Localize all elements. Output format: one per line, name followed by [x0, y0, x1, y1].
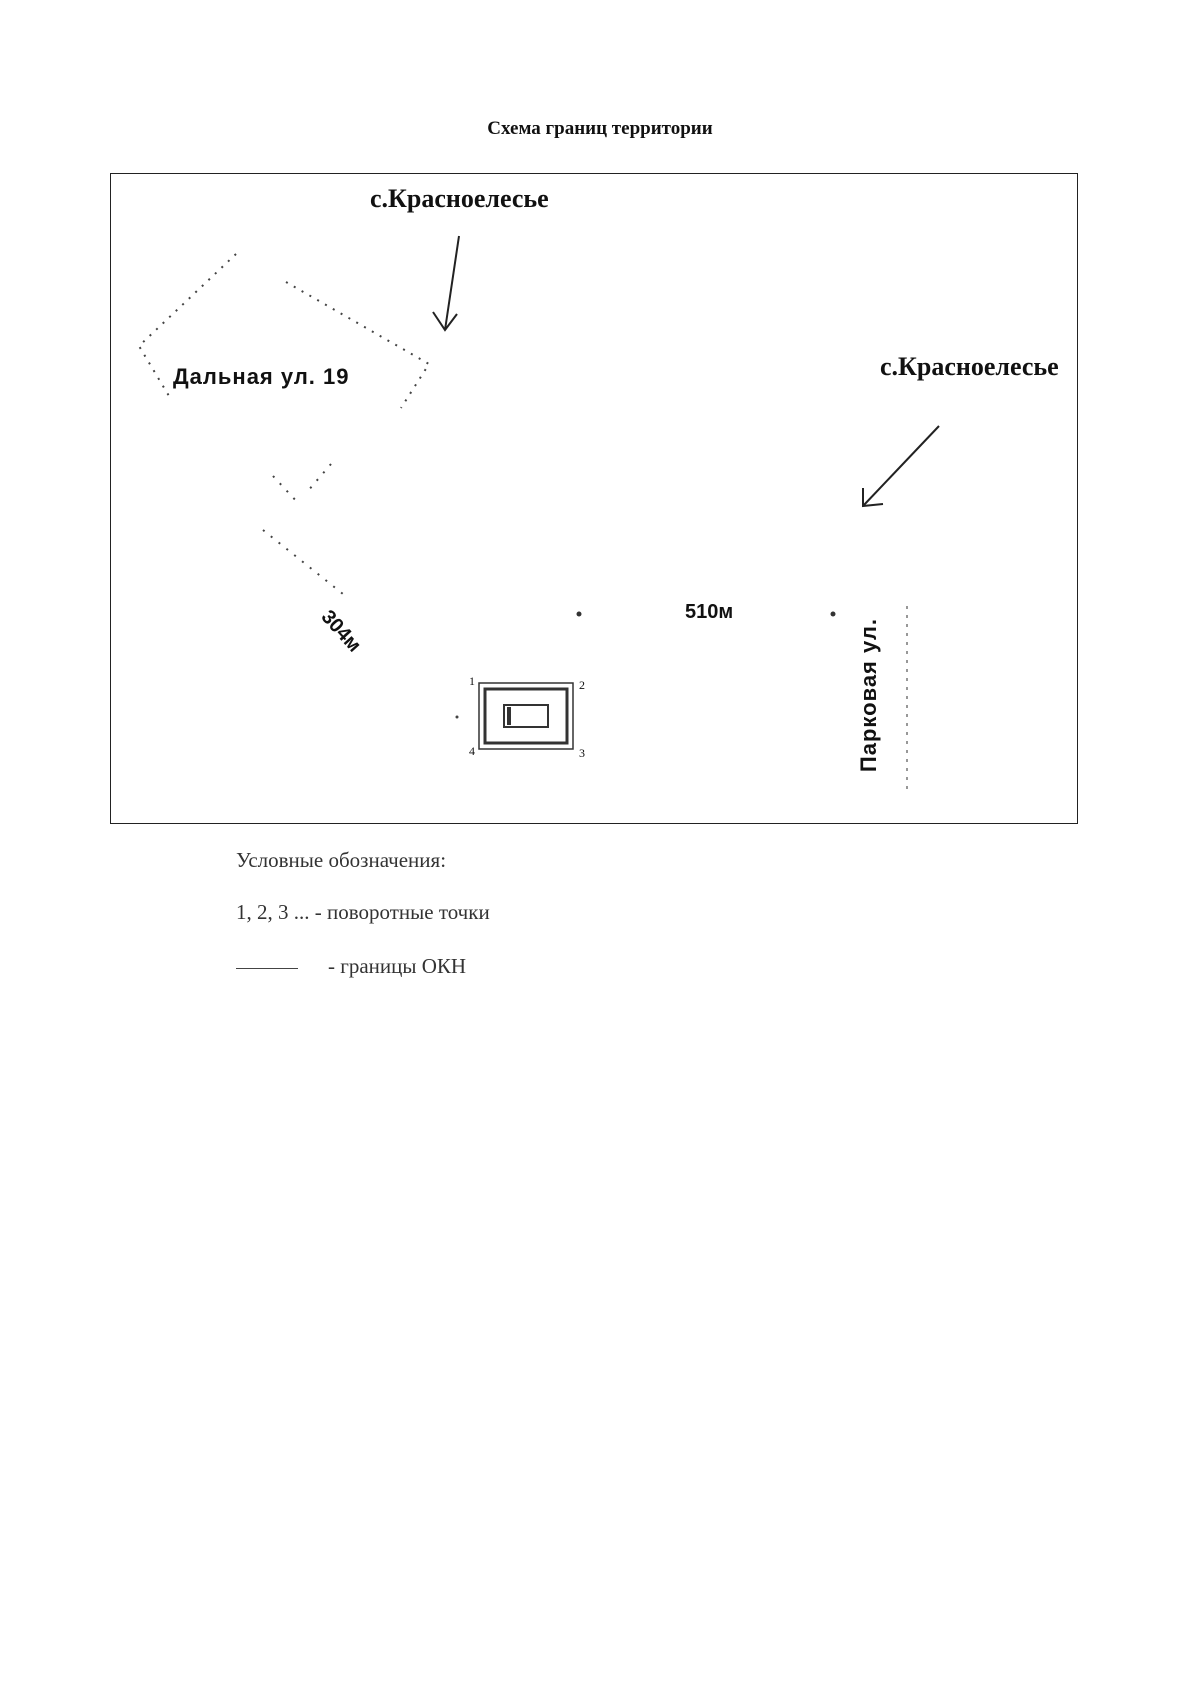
turning-point-2: 2 — [579, 678, 585, 692]
parcel-outline — [137, 253, 431, 409]
arrow-right-icon — [862, 425, 940, 508]
legend-item-boundary-label: - границы ОКН — [328, 954, 467, 978]
boundary-line-icon — [236, 967, 298, 969]
legend-item-boundary: - границы ОКН — [236, 954, 466, 979]
turning-point-4: 4 — [469, 744, 475, 758]
turning-point-1: 1 — [469, 674, 475, 688]
turning-point-3: 3 — [579, 746, 585, 760]
map-frame: с.Красноелесье с.Красноелесье Дальная ул… — [110, 173, 1078, 824]
legend-heading: Условные обозначения: — [236, 848, 447, 872]
street-label-parkovaya: Парковая ул. — [856, 617, 881, 773]
map-drawing — [137, 235, 940, 789]
village-label-top: с.Красноелесье — [370, 184, 549, 213]
distance-label-510: 510м — [685, 601, 734, 623]
document-title: Схема границ территории — [487, 118, 713, 139]
distance-path-304 — [262, 463, 344, 595]
arrow-top-icon — [432, 235, 460, 332]
street-label-dalnaya: Дальная ул. 19 — [173, 364, 350, 389]
legend-item-points: 1, 2, 3 ... - поворотные точки — [236, 900, 490, 924]
distance-dots-510 — [576, 611, 836, 617]
village-label-right: с.Красноелесье — [880, 352, 1059, 381]
okn-boundary — [478, 682, 574, 750]
